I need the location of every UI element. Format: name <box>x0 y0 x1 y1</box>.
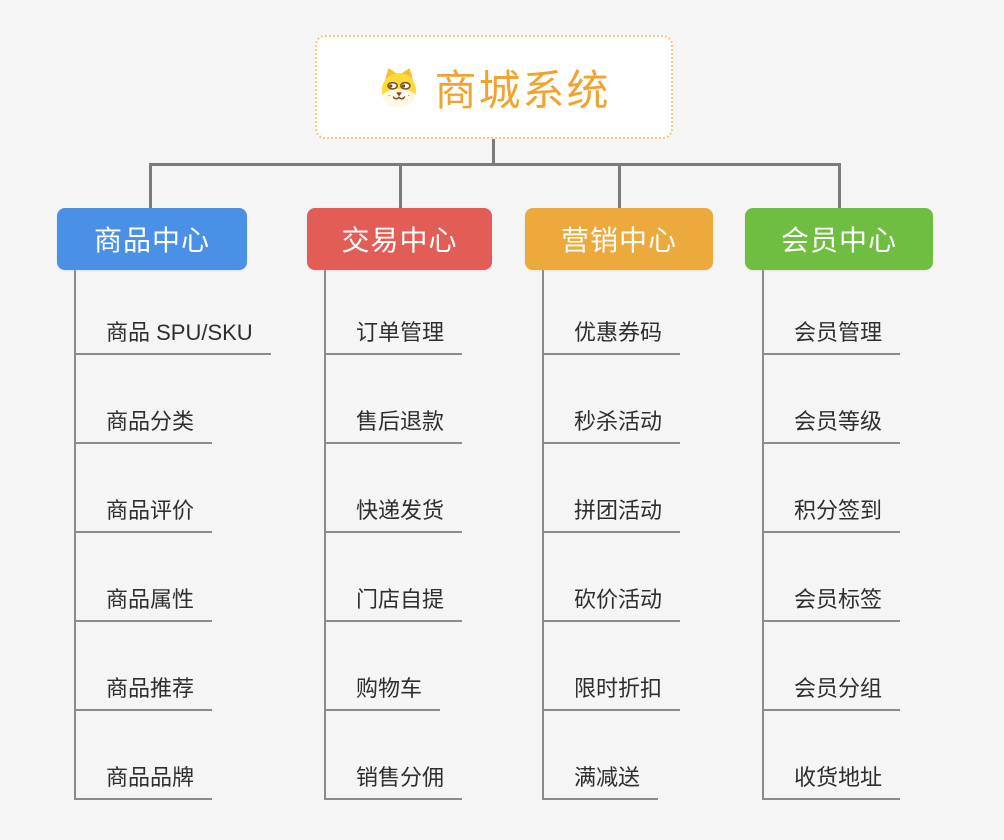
leaf-node[interactable]: 秒杀活动 <box>542 407 681 444</box>
connector-drop-4 <box>838 165 841 209</box>
branch-trunk-line <box>74 270 76 800</box>
connector-drop-1 <box>149 165 152 209</box>
connector-bus <box>149 163 841 166</box>
connector-drop-2 <box>399 165 402 209</box>
leaf-node[interactable]: 会员等级 <box>762 407 901 444</box>
leaf-node[interactable]: 砍价活动 <box>542 585 681 622</box>
leaf-node[interactable]: 商品推荐 <box>74 674 213 711</box>
branch-column-3: 营销中心优惠券码秒杀活动拼团活动砍价活动限时折扣满减送 <box>525 208 713 800</box>
connector-drop-3 <box>618 165 621 209</box>
leaf-node[interactable]: 会员管理 <box>762 318 901 355</box>
leaf-node[interactable]: 购物车 <box>324 674 441 711</box>
branch-trunk-line <box>542 270 544 800</box>
branch-node-3[interactable]: 营销中心 <box>525 208 713 270</box>
branch-trunk-line <box>762 270 764 800</box>
leaf-node[interactable]: 商品分类 <box>74 407 213 444</box>
leaf-node[interactable]: 订单管理 <box>324 318 463 355</box>
leaf-node[interactable]: 收货地址 <box>762 763 901 800</box>
branch-trunk-line <box>324 270 326 800</box>
branch-column-4: 会员中心会员管理会员等级积分签到会员标签会员分组收货地址 <box>745 208 933 800</box>
leaf-node[interactable]: 积分签到 <box>762 496 901 533</box>
dog-face-icon <box>377 65 421 109</box>
leaf-node[interactable]: 限时折扣 <box>542 674 681 711</box>
leaf-node[interactable]: 满减送 <box>542 763 659 800</box>
root-title: 商城系统 <box>434 66 611 114</box>
leaf-node[interactable]: 售后退款 <box>324 407 463 444</box>
leaf-node[interactable]: 拼团活动 <box>542 496 681 533</box>
leaf-node[interactable]: 商品属性 <box>74 585 213 622</box>
branch-node-4[interactable]: 会员中心 <box>745 208 933 270</box>
leaf-node[interactable]: 门店自提 <box>324 585 463 622</box>
leaf-node[interactable]: 优惠券码 <box>542 318 681 355</box>
branch-column-2: 交易中心订单管理售后退款快递发货门店自提购物车销售分佣 <box>307 208 492 800</box>
leaf-node[interactable]: 商品品牌 <box>74 763 213 800</box>
leaf-node[interactable]: 快递发货 <box>324 496 463 533</box>
leaf-node[interactable]: 商品评价 <box>74 496 213 533</box>
branch-column-1: 商品中心商品 SPU/SKU 商品分类商品评价商品属性商品推荐商品品牌 <box>57 208 271 800</box>
leaf-node[interactable]: 商品 SPU/SKU <box>74 318 271 355</box>
root-node[interactable]: 商城系统 <box>315 35 673 139</box>
leaf-node[interactable]: 销售分佣 <box>324 763 463 800</box>
connector-root-stem <box>492 139 495 166</box>
leaf-node[interactable]: 会员标签 <box>762 585 901 622</box>
branch-node-1[interactable]: 商品中心 <box>57 208 247 270</box>
branch-node-2[interactable]: 交易中心 <box>307 208 492 270</box>
leaf-node[interactable]: 会员分组 <box>762 674 901 711</box>
